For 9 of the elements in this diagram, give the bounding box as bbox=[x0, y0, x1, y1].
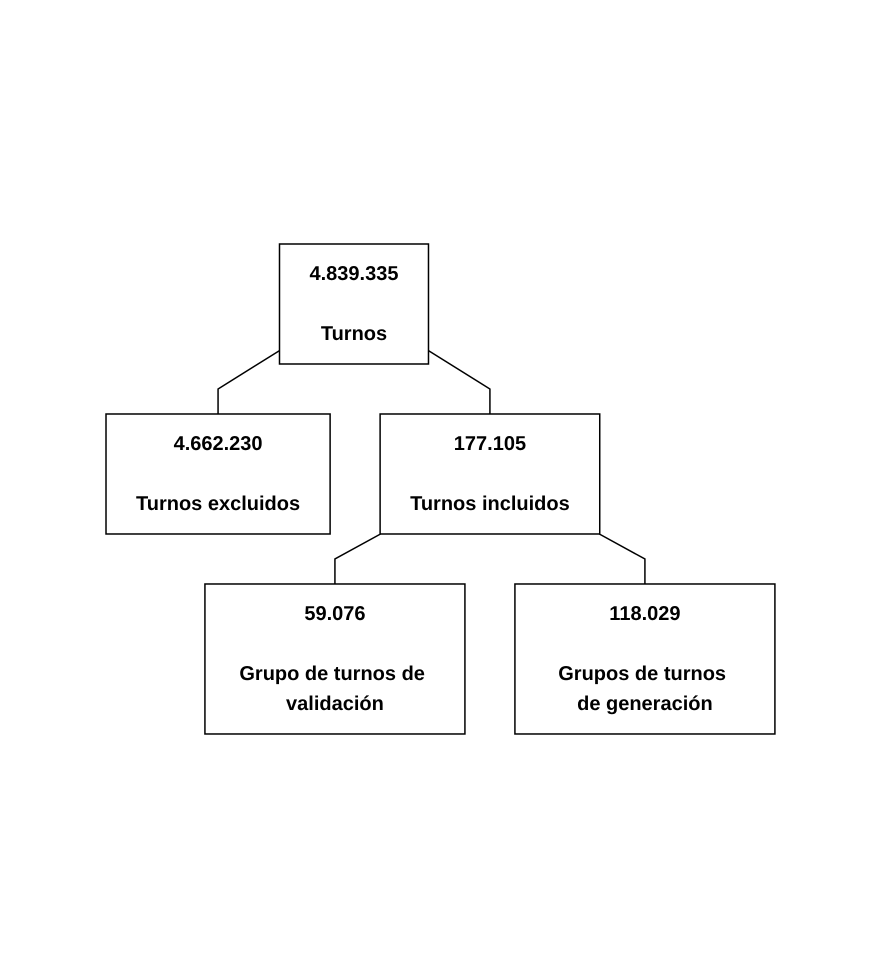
connector bbox=[598, 532, 646, 584]
connector bbox=[334, 532, 380, 584]
node-box: 118.029 Grupos de turnos de generación bbox=[514, 582, 776, 734]
node-box: 177.105 Turnos incluidos bbox=[378, 412, 600, 534]
node-box: 4.839.335 Turnos bbox=[278, 242, 429, 364]
connector bbox=[216, 349, 280, 414]
node-box: 4.662.230 Turnos excluidos bbox=[104, 412, 330, 534]
connector bbox=[428, 349, 490, 414]
node-box: 59.076 Grupo de turnos de validación bbox=[204, 582, 466, 734]
